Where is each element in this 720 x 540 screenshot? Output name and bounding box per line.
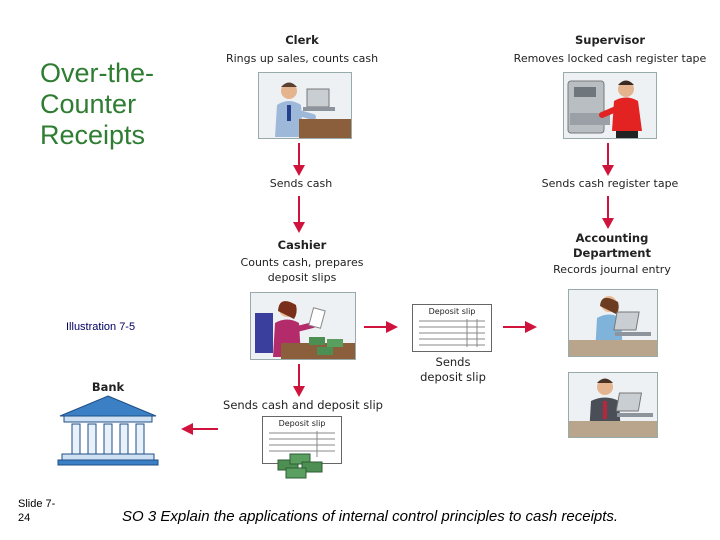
clerk-figure-icon — [259, 73, 351, 138]
deposit-slip-bottom-label: Deposit slip — [278, 419, 326, 428]
supervisor-figure-icon — [564, 73, 656, 138]
cashier-illustration — [250, 292, 356, 360]
slide-number-line-1: Slide 7- — [18, 498, 56, 510]
sends-tape-label: Sends cash register tape — [541, 177, 679, 190]
supervisor-desc: Removes locked cash register tape — [513, 52, 707, 65]
accounting-clerk-1-illustration — [568, 289, 658, 357]
cashier-desc-line-1: Counts cash, prepares — [240, 256, 364, 269]
sends-cash-and-slip-label: Sends cash and deposit slip — [223, 398, 383, 412]
bank-building-icon — [57, 395, 159, 466]
arrow-slip-to-accounting-icon — [503, 321, 537, 333]
arrow-cashier-to-slip-icon — [364, 321, 398, 333]
accounting-title-line-2: Department — [573, 246, 651, 260]
cashier-figure-icon — [251, 293, 355, 359]
clerk-desc: Rings up sales, counts cash — [225, 52, 379, 65]
cashier-desc-line-2: deposit slips — [267, 271, 337, 284]
cash-stack-icon — [277, 453, 323, 479]
cashier-title: Cashier — [277, 238, 327, 252]
deposit-slip-middle: Deposit slip — [412, 304, 492, 352]
slide-number-line-2: 24 — [18, 512, 31, 524]
slide-number: Slide 7- 24 — [18, 497, 55, 525]
accounting-title-line-1: Accounting — [575, 231, 649, 245]
deposit-slip-lines-icon — [419, 319, 485, 347]
deposit-slip-bottom-lines-icon — [269, 431, 335, 457]
study-objective: SO 3 Explain the applications of interna… — [122, 508, 619, 525]
arrow-clerk-down-icon — [293, 143, 305, 176]
deposit-slip-middle-label: Deposit slip — [428, 307, 476, 316]
arrow-to-bank-icon — [181, 423, 218, 435]
supervisor-illustration — [563, 72, 657, 139]
clerk-illustration — [258, 72, 352, 139]
arrow-cashier-down-icon — [293, 364, 305, 397]
bank-title: Bank — [91, 380, 125, 394]
accounting-desc: Records journal entry — [553, 263, 671, 276]
sends-deposit-slip-line-2: deposit slip — [420, 370, 486, 384]
illustration-label: Illustration 7-5 — [66, 321, 136, 333]
supervisor-title: Supervisor — [574, 33, 646, 47]
arrow-supervisor-down-icon — [602, 143, 614, 176]
title-line-1: Over-the- — [40, 58, 155, 88]
slide-title: Over-the- Counter Receipts — [40, 58, 154, 151]
bank-illustration — [56, 394, 160, 466]
sends-deposit-slip-line-1: Sends — [435, 355, 471, 369]
accountant-woman-icon — [569, 290, 657, 356]
clerk-title: Clerk — [285, 33, 319, 47]
title-line-3: Receipts — [40, 120, 146, 150]
arrow-to-cashier-icon — [293, 196, 305, 233]
sends-cash-label: Sends cash — [269, 177, 333, 190]
accounting-clerk-2-illustration — [568, 372, 658, 438]
accountant-man-icon — [569, 373, 657, 437]
arrow-to-accounting-icon — [602, 196, 614, 229]
title-line-2: Counter — [40, 89, 137, 119]
